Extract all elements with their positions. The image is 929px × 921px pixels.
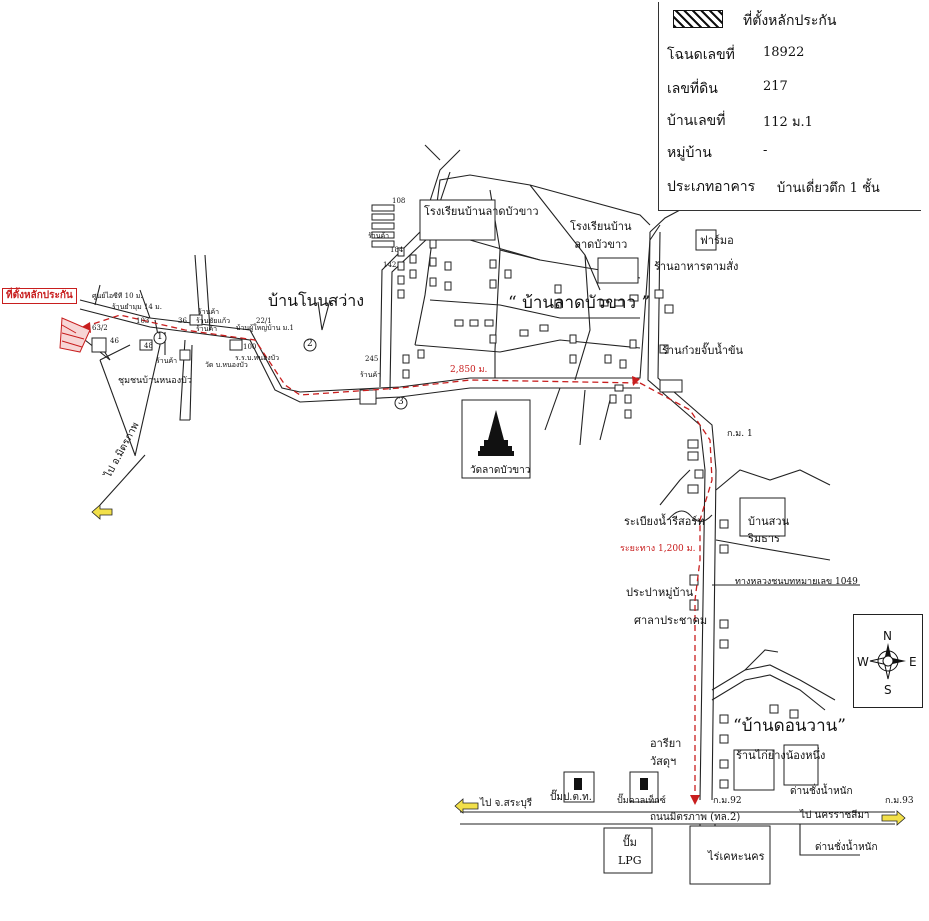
label-lpg: ปั๊ม LPG: [618, 836, 642, 867]
village-donwan: “บ้านดอนวาน”: [733, 716, 846, 736]
arrow-to-saraburi: [454, 798, 479, 814]
village-latbuakhao: “ บ้านลาดบัวขาว ”: [508, 293, 651, 313]
house-number: 245: [365, 355, 379, 363]
label-rural-road: ทางหลวงชนบทหมายเลข 1049: [735, 577, 858, 587]
site-tag: ที่ตั้งหลักประกัน: [2, 288, 77, 304]
label-chicken: ร้านไก่ย่างน้องหนึ่ง: [736, 749, 826, 762]
label-ariya: อารียา วัสดุฯ: [650, 737, 682, 768]
label-caltex: ปั๊มคาลเท็กซ์: [617, 796, 666, 806]
legend-key: เลขที่ดิน: [667, 81, 718, 97]
house-number: 100: [243, 343, 257, 351]
legend-value: -: [763, 143, 768, 158]
house-number: 36: [178, 317, 187, 325]
village-suanrimthan: บ้านสวน ริมธาร: [748, 515, 790, 545]
label-ptt: ปั๊มป.ต.ท.: [550, 792, 592, 803]
legend-key: หมู่บ้าน: [667, 145, 712, 161]
label-km93: ก.ม.93: [885, 796, 914, 806]
label-restaurant: ร้านอาหารตามสั่ง: [654, 260, 739, 273]
label-km1: ก.ม. 1: [727, 429, 753, 439]
legend-value: 112 ม.1: [763, 115, 813, 130]
label-sorsor: ร.ร.บ.หนองบัว: [235, 354, 280, 362]
label-school1: โรงเรียนบ้านลาดบัวขาว: [424, 205, 539, 218]
label-shop2: ร้านค้า: [360, 371, 382, 379]
house-number: 108: [392, 197, 406, 205]
compass-icon: [869, 643, 906, 680]
compass-s: S: [884, 683, 892, 697]
legend-value: บ้านเดี่ยวตึก 1 ชั้น: [777, 181, 880, 196]
label-noodle: ร้านก๋วยจั๊บน้ำข้น: [662, 344, 744, 357]
label-shop-chaikaew: ร้านชัยแก้ว: [196, 317, 231, 325]
label-shop-mum: ร้านยำมุม 14 ม.: [112, 303, 162, 311]
house-number: 48: [144, 342, 153, 350]
site-hatch-icon: [673, 10, 723, 28]
route-west: [74, 314, 641, 396]
arrow-to-mittraphap: [91, 504, 113, 520]
label-to-saraburi: ไป จ.สระบุรี: [480, 798, 533, 809]
compass-e: E: [909, 655, 917, 669]
label-to-korat: ไป นครราชสีมา: [800, 810, 870, 821]
compass-w: W: [857, 655, 869, 669]
label-shop5: ร้านค้า: [368, 232, 390, 240]
village-nonsawang: บ้านโนนสว่าง: [268, 291, 365, 310]
house-number: 63/2: [92, 324, 108, 332]
label-dist2: ระยะทาง 1,200 ม.: [620, 544, 696, 554]
label-weigh2: ด่านชั่งน้ำหนัก: [815, 842, 878, 853]
legend-value: 18922: [763, 45, 805, 60]
label-shop3: ร้านค้า: [198, 308, 220, 316]
label-temple: วัดลาดบัวขาว: [470, 465, 531, 476]
label-village-water: ประปาหมู่บ้าน: [626, 586, 694, 599]
label-dist1: 2,850 ม.: [450, 365, 488, 375]
label-weigh1: ด่านชั่งน้ำหนัก: [790, 786, 853, 797]
label-shop4: ร้านค้า: [196, 325, 218, 333]
label-pavilion: ศาลาประชาคม: [634, 614, 708, 627]
legend-key: โฉนดเลขที่: [667, 47, 735, 63]
label-resort: ระเบียงน้ำรีสอร์ท: [624, 515, 705, 528]
legend-box: ที่ตั้งหลักประกัน โฉนดเลขที่ 18922 เลขที…: [658, 2, 921, 211]
house-number: 103: [136, 317, 150, 325]
legend-key: บ้านเลขที่: [667, 113, 726, 129]
site-hatch-area: [59, 317, 91, 353]
label-km92: ก.ม.92: [713, 796, 742, 806]
label-farm: ฟาร์มอ: [700, 234, 734, 247]
marker-2: 2: [307, 339, 313, 349]
temple-icon: [478, 410, 514, 456]
label-school2: โรงเรียนบ้าน ลาดบัวขาว: [570, 220, 632, 251]
legend-value: 217: [763, 79, 788, 94]
house-number: 46: [110, 337, 119, 345]
village-nongbua: ชุมชนบ้านหนองบัว: [118, 376, 192, 386]
label-chiefhouse: บ้านผู้ใหญ่บ้าน ม.1: [236, 324, 294, 332]
house-number: 184: [390, 246, 404, 254]
label-rai: ไร่เคหะนคร: [708, 850, 765, 863]
route-south: [639, 382, 713, 805]
label-shop: ร้านค้า: [156, 357, 178, 365]
main-road-south: [79, 308, 640, 403]
label-watnongbua: วัด บ.หนองบัว: [205, 361, 248, 369]
compass-rose: N S W E: [853, 614, 923, 708]
house-number: 22/1: [256, 317, 272, 325]
marker-1: 1: [157, 332, 163, 342]
house-number: 142: [383, 261, 397, 269]
legend-site-label: ที่ตั้งหลักประกัน: [743, 13, 837, 29]
label-highway: ถนนมิตรภาพ (ทล.2): [650, 812, 741, 823]
arrow-to-korat: [881, 810, 906, 826]
label-utility: ศูนย์ไอซีที 10 ม.: [92, 292, 143, 300]
compass-n: N: [883, 629, 892, 643]
legend-key: ประเภทอาคาร: [667, 179, 756, 195]
main-road-north: [79, 224, 661, 393]
marker-3: 3: [398, 397, 404, 407]
